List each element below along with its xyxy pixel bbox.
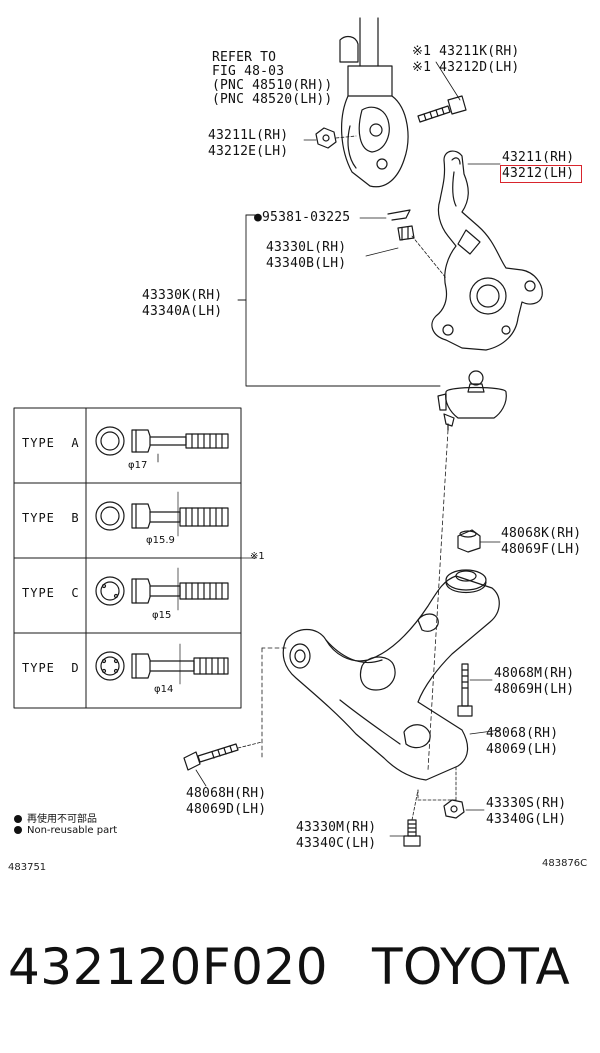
part-label-43211k[interactable]: ※1 43211K(RH) (412, 44, 520, 59)
bolt-type-d-label: TYPE D (22, 661, 80, 675)
bolt-table-note-mark: ※1 (250, 551, 265, 562)
lower-control-arm (282, 569, 500, 781)
refer-note-line-1: REFER TO (212, 50, 277, 65)
part-label-43330k[interactable]: 43330K(RH) (142, 288, 223, 303)
figure-id-right: 483876C (542, 858, 588, 869)
bolt-type-a-diameter: φ17 (128, 460, 148, 471)
bolt-type-c-label: TYPE C (22, 586, 80, 600)
legend-jp-text: 再使用不可部品 (27, 814, 97, 825)
bolt-48068m-icon (457, 663, 473, 717)
part-label-48068m[interactable]: 48068M(RH) (494, 666, 575, 681)
bolt-type-d-icon (95, 643, 229, 685)
strut-assembly (339, 17, 409, 188)
refer-note-line-4: (PNC 48520(LH)) (212, 92, 333, 107)
part-label-48069[interactable]: 48069(LH) (486, 742, 559, 757)
part-label-43212e[interactable]: 43212E(LH) (208, 144, 289, 159)
ball-joint (437, 370, 507, 431)
part-label-43340a[interactable]: 43340A(LH) (142, 304, 223, 319)
nut-43211l-icon (315, 127, 337, 149)
bolt-type-a-icon (95, 426, 229, 463)
part-label-43340c[interactable]: 43340C(LH) (296, 836, 377, 851)
bolt-type-c-icon (95, 567, 229, 611)
nut-43330s-icon (443, 799, 465, 819)
figure-id-left: 483751 (8, 862, 47, 873)
part-label-48068k[interactable]: 48068K(RH) (501, 526, 582, 541)
bottom-part-number: 432120F020 (8, 938, 329, 996)
refer-note-line-3: (PNC 48510(RH)) (212, 78, 333, 93)
part-label-43340b[interactable]: 43340B(LH) (266, 256, 347, 271)
refer-note-line-2: FIG 48-03 (212, 64, 285, 79)
bolt-43211k-icon (417, 95, 467, 123)
part-label-48069d[interactable]: 48069D(LH) (186, 802, 267, 817)
part-label-43212-highlighted[interactable]: 43212(LH) (502, 166, 575, 181)
legend-dot-icon (14, 826, 22, 834)
bolt-type-table (13, 407, 242, 709)
bolt-type-a-label: TYPE A (22, 436, 80, 450)
bolt-type-b-label: TYPE B (22, 511, 80, 525)
part-label-43211[interactable]: 43211(RH) (502, 150, 575, 165)
cotter-pin-icon (387, 209, 411, 221)
part-label-48068h[interactable]: 48068H(RH) (186, 786, 267, 801)
castle-nut-icon (397, 225, 415, 241)
part-label-43340g[interactable]: 43340G(LH) (486, 812, 567, 827)
bolt-43330m-icon (403, 819, 421, 847)
steering-knuckle (431, 150, 543, 351)
highlight-box (500, 165, 582, 183)
legend-jp: 再使用不可部品 (14, 810, 97, 825)
part-label-43330m[interactable]: 43330M(RH) (296, 820, 377, 835)
bolt-48068h-icon (183, 743, 239, 771)
part-label-48069f[interactable]: 48069F(LH) (501, 542, 582, 557)
legend-en: Non-reusable part (14, 825, 117, 836)
part-label-43212d[interactable]: ※1 43212D(LH) (412, 60, 520, 75)
part-label-95381[interactable]: ●95381-03225 (254, 210, 351, 225)
part-label-43330l[interactable]: 43330L(RH) (266, 240, 347, 255)
bushing-48068k-icon (457, 529, 481, 553)
part-label-48069h[interactable]: 48069H(LH) (494, 682, 575, 697)
part-label-43211l[interactable]: 43211L(RH) (208, 128, 289, 143)
legend-dot-icon (14, 815, 22, 823)
bottom-brand: TOYOTA (372, 938, 571, 996)
legend-en-text: Non-reusable part (27, 825, 118, 836)
bolt-type-d-diameter: φ14 (154, 684, 174, 695)
bolt-type-b-icon (95, 491, 229, 537)
part-label-48068[interactable]: 48068(RH) (486, 726, 559, 741)
bolt-type-c-diameter: φ15 (152, 610, 172, 621)
part-label-43330s[interactable]: 43330S(RH) (486, 796, 567, 811)
bolt-type-b-diameter: φ15.9 (146, 535, 175, 546)
